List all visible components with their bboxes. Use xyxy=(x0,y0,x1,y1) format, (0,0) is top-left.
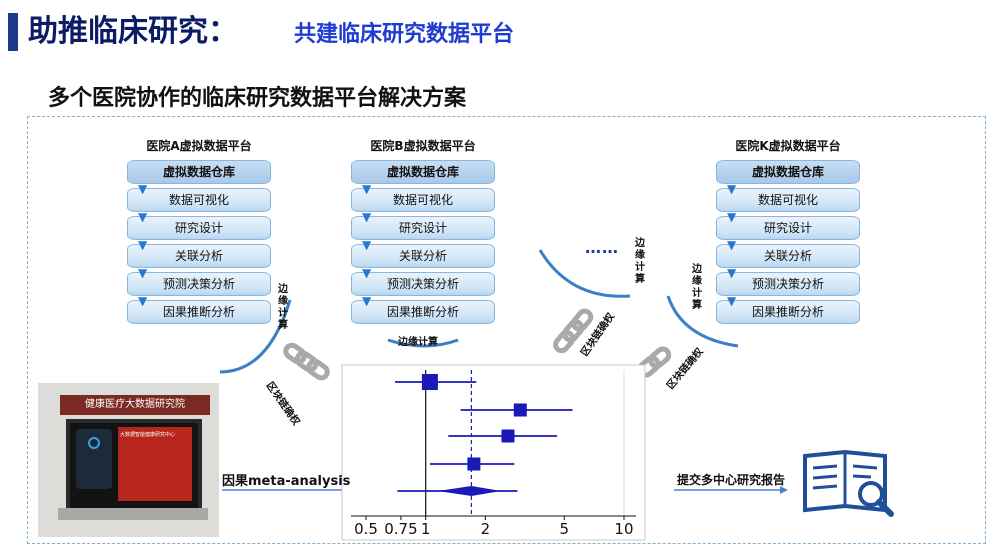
layer-label: 因果推断分析 xyxy=(751,305,824,319)
layer-4: ▼ 预测决策分析 xyxy=(716,267,860,296)
edge-arc-mid xyxy=(538,249,631,298)
layer-label: 研究设计 xyxy=(398,221,447,235)
down-arrow-icon: ▼ xyxy=(727,182,737,196)
layer-5: ▼ 因果推断分析 xyxy=(351,295,495,324)
down-arrow-icon: ▼ xyxy=(362,294,372,308)
hospital-k-stack: 医院K虚拟数据平台 虚拟数据仓库▼数据可视化▼研究设计▼关联分析▼预测决策分析▼… xyxy=(716,137,860,324)
layer-label: 关联分析 xyxy=(398,249,447,263)
meta-analysis-label: 因果meta-analysis xyxy=(222,474,351,489)
hospital-k-title: 医院K虚拟数据平台 xyxy=(735,139,841,153)
tick-label: 0.5 xyxy=(354,520,378,538)
layer-list: 虚拟数据仓库 ▼ 数据可视化 ▼ 研究设计 ▼ 关联分析 ▼ 预测决策分析 ▼ 因果推断分析 xyxy=(351,160,495,324)
report-magnifier-icon xyxy=(803,449,894,517)
layer-label: 数据可视化 xyxy=(168,193,229,207)
page-title: 助推临床研究： xyxy=(28,14,238,49)
layer-label: 虚拟数据仓库 xyxy=(751,165,824,179)
layer-label: 虚拟数据仓库 xyxy=(386,165,459,179)
layer-label: 预测决策分析 xyxy=(386,277,459,291)
study-point-3 xyxy=(467,457,481,471)
layer-label: 关联分析 xyxy=(174,249,223,263)
layer-label: 预测决策分析 xyxy=(751,277,824,291)
layer-4: ▼ 预测决策分析 xyxy=(351,267,495,296)
down-arrow-icon: ▼ xyxy=(362,238,372,252)
study-point-2 xyxy=(501,429,515,443)
layer-list: 虚拟数据仓库 ▼ 数据可视化 ▼ 研究设计 ▼ 关联分析 ▼ 预测决策分析 ▼ 因果推断分析 xyxy=(716,160,860,324)
layer-2: ▼ 研究设计 xyxy=(716,211,860,240)
device-photo: 健康医疗大数据研究院 大数据智能健康研究中心 xyxy=(38,383,219,537)
section-title: 多个医院协作的临床研究数据平台解决方案 xyxy=(48,86,467,111)
layer-2: ▼ 研究设计 xyxy=(127,211,271,240)
down-arrow-icon: ▼ xyxy=(727,294,737,308)
edge-computing-label-mid: 边缘计算 xyxy=(635,238,645,285)
down-arrow-icon: ▼ xyxy=(362,182,372,196)
layer-label: 虚拟数据仓库 xyxy=(162,165,235,179)
chain-link-icon xyxy=(553,308,594,354)
study-point-1 xyxy=(513,403,527,417)
layer-5: ▼ 因果推断分析 xyxy=(127,295,271,324)
layer-label: 研究设计 xyxy=(174,221,223,235)
layer-2: ▼ 研究设计 xyxy=(351,211,495,240)
layer-0: 虚拟数据仓库 xyxy=(716,160,860,184)
layer-3: ▼ 关联分析 xyxy=(127,239,271,268)
down-arrow-icon: ▼ xyxy=(138,266,148,280)
layer-label: 预测决策分析 xyxy=(162,277,235,291)
down-arrow-icon: ▼ xyxy=(138,294,148,308)
ellipsis: …… xyxy=(585,238,619,257)
forest-marks xyxy=(394,374,573,496)
edge-arc-k xyxy=(666,295,739,348)
layer-label: 因果推断分析 xyxy=(386,305,459,319)
edge-computing-label-k: 边缘计算 xyxy=(692,264,702,311)
down-arrow-icon: ▼ xyxy=(362,266,372,280)
layer-1: ▼ 数据可视化 xyxy=(351,183,495,212)
layer-1: ▼ 数据可视化 xyxy=(127,183,271,212)
edge-arc-a xyxy=(219,299,292,374)
layer-3: ▼ 关联分析 xyxy=(716,239,860,268)
edge-arc-b xyxy=(387,338,459,348)
hospital-a-title: 医院A虚拟数据平台 xyxy=(146,139,252,153)
down-arrow-icon: ▼ xyxy=(138,182,148,196)
tick-label: 5 xyxy=(560,520,570,538)
layer-0: 虚拟数据仓库 xyxy=(351,160,495,184)
tick-label: 10 xyxy=(614,520,633,538)
down-arrow-icon: ▼ xyxy=(362,210,372,224)
layer-list: 虚拟数据仓库 ▼ 数据可视化 ▼ 研究设计 ▼ 关联分析 ▼ 预测决策分析 ▼ 因果推断分析 xyxy=(127,160,271,324)
layer-label: 数据可视化 xyxy=(757,193,818,207)
title-accent-bar xyxy=(8,13,18,51)
layer-label: 数据可视化 xyxy=(392,193,453,207)
layer-3: ▼ 关联分析 xyxy=(351,239,495,268)
tick-label: 0.75 xyxy=(384,520,417,538)
report-label: 提交多中心研究报告 xyxy=(677,473,786,487)
down-arrow-icon: ▼ xyxy=(138,238,148,252)
edge-computing-label-b: 边缘计算 xyxy=(398,337,438,348)
layer-0: 虚拟数据仓库 xyxy=(127,160,271,184)
chain-link-icon xyxy=(283,342,330,381)
down-arrow-icon: ▼ xyxy=(138,210,148,224)
pooled-diamond xyxy=(437,486,502,496)
down-arrow-icon: ▼ xyxy=(727,238,737,252)
hospital-a-stack: 医院A虚拟数据平台 虚拟数据仓库▼数据可视化▼研究设计▼关联分析▼预测决策分析▼… xyxy=(127,137,271,324)
down-arrow-icon: ▼ xyxy=(727,266,737,280)
layer-label: 关联分析 xyxy=(763,249,812,263)
hospital-b-title: 医院B虚拟数据平台 xyxy=(370,139,476,153)
institute-sign: 健康医疗大数据研究院 xyxy=(60,395,210,415)
layer-label: 因果推断分析 xyxy=(162,305,235,319)
layer-4: ▼ 预测决策分析 xyxy=(127,267,271,296)
hospital-b-stack: 医院B虚拟数据平台 虚拟数据仓库▼数据可视化▼研究设计▼关联分析▼预测决策分析▼… xyxy=(351,137,495,324)
screen-title: 大数据智能健康研究中心 xyxy=(120,432,176,438)
study-point-0 xyxy=(421,374,438,390)
down-arrow-icon: ▼ xyxy=(727,210,737,224)
layer-5: ▼ 因果推断分析 xyxy=(716,295,860,324)
diagram-frame xyxy=(27,116,986,544)
layer-label: 研究设计 xyxy=(763,221,812,235)
tick-label: 2 xyxy=(481,520,491,538)
page-subtitle: 共建临床研究数据平台 xyxy=(294,22,515,47)
edge-computing-label-a: 边缘计算 xyxy=(278,284,288,331)
tick-label: 1 xyxy=(421,520,431,538)
arrow-right-icon xyxy=(674,486,788,494)
layer-1: ▼ 数据可视化 xyxy=(716,183,860,212)
